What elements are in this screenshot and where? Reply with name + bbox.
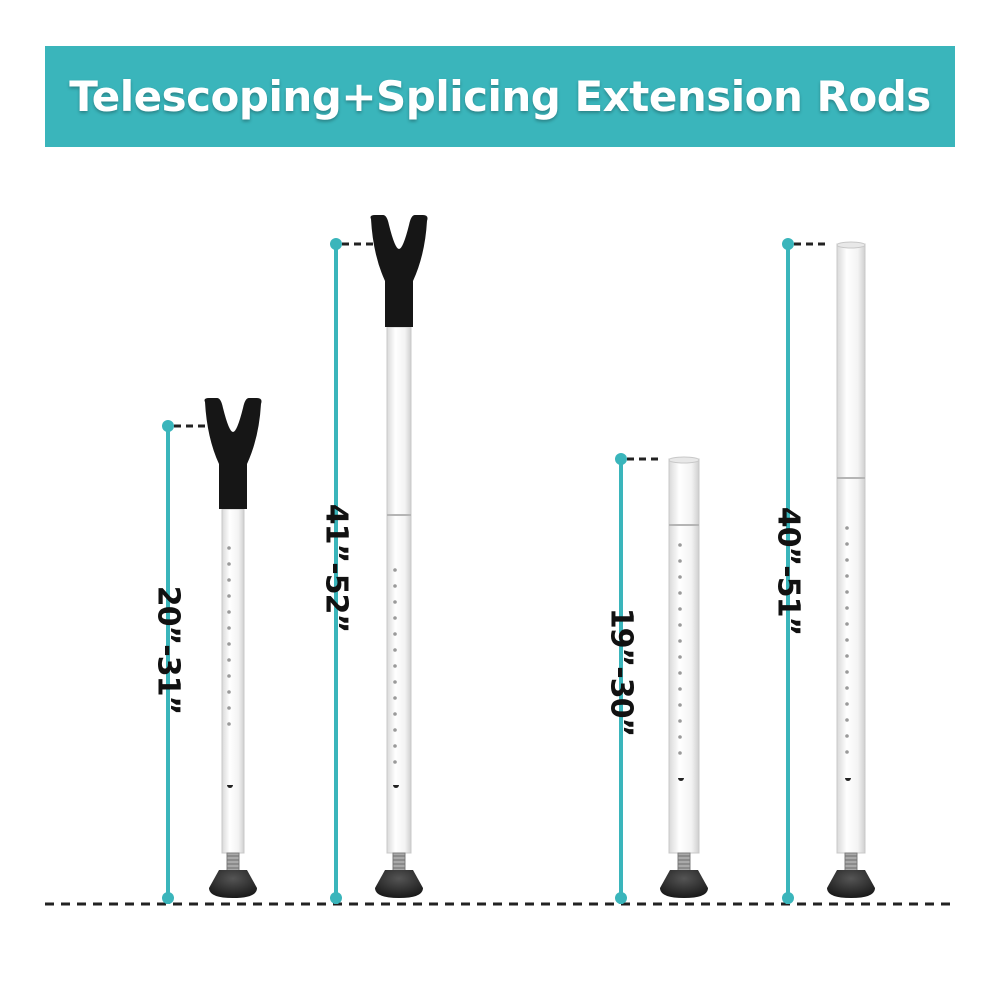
rod-1-adjust-hole [227,706,231,710]
rod-3-adjust-hole [678,543,682,547]
rod-3-bottom-dot [615,892,627,904]
rod-3-adjust-hole [678,735,682,739]
rod-1-bottom-dot [162,892,174,904]
rod-3-top-dot [615,453,627,465]
rod-3-open-tube-end-icon [668,456,700,464]
rod-4-adjust-hole [845,590,849,594]
rod-4-adjust-hole [845,606,849,610]
rod-4-adjust-hole [845,670,849,674]
rod-1 [162,398,262,904]
rod-3-lock-pin [678,778,684,781]
rod-2-tube [386,326,412,854]
rod-2-adjust-hole [393,760,397,764]
rod-4-adjust-hole [845,718,849,722]
rod-3-adjust-hole [678,639,682,643]
rod-4-top-dot [782,238,794,250]
rod-2-adjust-hole [393,616,397,620]
rod-2-adjust-hole [393,568,397,572]
banner-title: Telescoping+Splicing Extension Rods [69,72,931,121]
rod-4-adjust-hole [845,654,849,658]
rod-1-adjust-hole [227,610,231,614]
rod-3 [615,453,708,904]
rod-1-adjust-hole [227,658,231,662]
title-banner: Telescoping+Splicing Extension Rods [45,46,955,147]
rod-3-adjust-hole [678,687,682,691]
rod-4-adjust-hole [845,750,849,754]
rod-3-adjust-hole [678,655,682,659]
rod-2-adjust-hole [393,712,397,716]
rod-1-length-text: 20”-31” [150,585,186,715]
rod-2-adjust-hole [393,744,397,748]
rod-1-adjust-hole [227,562,231,566]
rod-3-adjust-hole [678,591,682,595]
rod-4-bottom-dot [782,892,794,904]
rod-2-adjust-hole [393,728,397,732]
rod-2-top-dot [330,238,342,250]
rod-1-adjust-hole [227,546,231,550]
rod-2-adjust-hole [393,696,397,700]
rod-1-adjust-hole [227,594,231,598]
rod-4-adjust-hole [845,638,849,642]
rod-1-adjust-hole [227,626,231,630]
rod-4-length-text: 40”-51” [770,506,806,636]
rod-2-bottom-dot [330,892,342,904]
rod-2-adjust-hole [393,664,397,668]
rod-1-rubber-foot-icon [209,870,257,898]
rod-2-adjust-hole [393,632,397,636]
rod-4-adjust-hole [845,622,849,626]
rod-3-adjust-hole [678,719,682,723]
rod-3-tube [668,458,700,854]
rod-4-adjust-hole [845,574,849,578]
rod-2-adjust-hole [393,584,397,588]
rod-3-adjust-hole [678,559,682,563]
rod-4-rubber-foot-icon [827,870,875,898]
rod-1-adjust-hole [227,674,231,678]
rod-3-adjust-hole [678,623,682,627]
rod-2 [330,215,428,904]
rod-4-adjust-hole [845,542,849,546]
rod-3-adjust-hole [678,671,682,675]
rod-1-top-dot [162,420,174,432]
rod-1-adjust-hole [227,642,231,646]
rod-3-adjust-hole [678,575,682,579]
rod-3-length-text: 19”-30” [603,607,639,737]
rod-2-adjust-hole [393,680,397,684]
rod-1-adjust-hole [227,690,231,694]
rod-1-lock-pin [227,785,233,788]
rod-2-lock-pin [393,785,399,788]
rod-4 [782,238,875,904]
rod-2-adjust-hole [393,600,397,604]
rod-1-y-fork-cap-icon [204,398,262,509]
rod-4-adjust-hole [845,558,849,562]
rod-4-open-tube-end-icon [836,241,866,249]
rod-4-adjust-hole [845,734,849,738]
rod-1-adjust-hole [227,722,231,726]
rod-3-rubber-foot-icon [660,870,708,898]
rod-3-adjust-hole [678,703,682,707]
rod-1-tube [221,508,245,854]
rod-2-length-text: 41”-52” [318,503,354,633]
rod-4-tube [836,243,866,854]
rod-4-lock-pin [845,778,851,781]
rod-4-adjust-hole [845,526,849,530]
rod-2-adjust-hole [393,648,397,652]
rod-1-adjust-hole [227,578,231,582]
rod-2-rubber-foot-icon [375,870,423,898]
rod-4-adjust-hole [845,702,849,706]
rod-3-adjust-hole [678,751,682,755]
rod-2-y-fork-cap-icon [370,215,428,327]
rod-3-adjust-hole [678,607,682,611]
rod-4-adjust-hole [845,686,849,690]
